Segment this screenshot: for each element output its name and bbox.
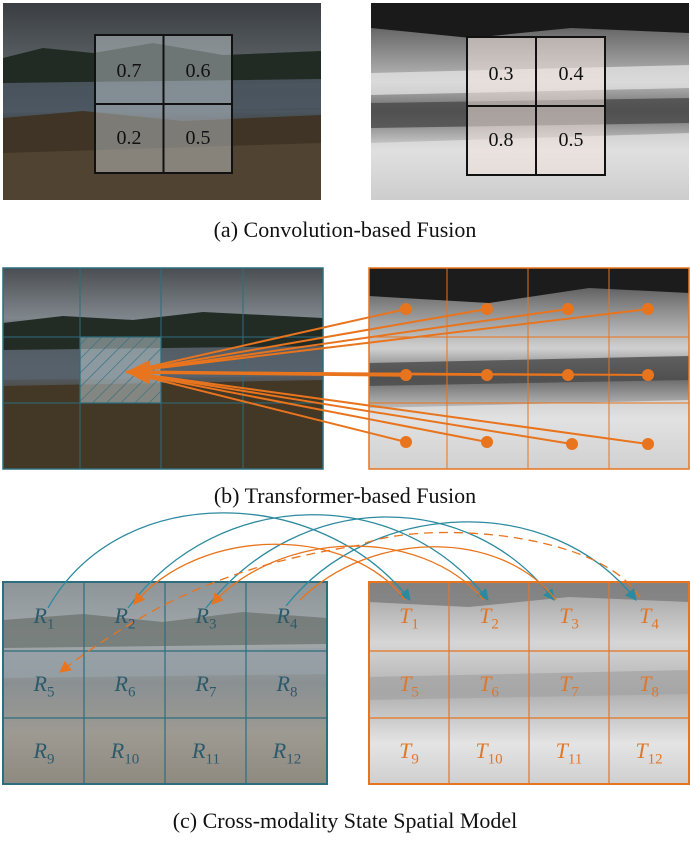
r-label: R10: [110, 738, 140, 768]
caption-c: (c) Cross-modality State Spatial Model: [172, 808, 518, 833]
r-label: R4: [276, 603, 298, 633]
rgb-cell-value: 0.6: [185, 60, 211, 82]
thermal-cell-value: 0.5: [558, 129, 584, 151]
r-label: R7: [195, 671, 217, 701]
r-label: R11: [192, 738, 220, 768]
t-label: T6: [479, 671, 499, 701]
thermal-cell-value: 0.8: [488, 129, 514, 151]
rgb-cell-value: 0.7: [116, 60, 142, 82]
r-label: R8: [276, 671, 298, 701]
t-label: T9: [399, 738, 419, 768]
thermal-cell-value: 0.3: [488, 63, 514, 85]
t-label: T10: [475, 738, 503, 768]
t-label: T1: [399, 603, 419, 633]
t-label: T7: [559, 671, 579, 701]
r-label: R6: [114, 671, 136, 701]
rgb-cell-value: 0.2: [116, 127, 142, 149]
caption-a: (a) Convolution-based Fusion: [213, 217, 477, 242]
r-label: R2: [114, 603, 136, 633]
r-label: R12: [272, 738, 302, 768]
r-label: R5: [33, 671, 55, 701]
t-label: T5: [399, 671, 419, 701]
t-label: T2: [479, 603, 499, 633]
r-label: R9: [33, 738, 55, 768]
r-label: R3: [195, 603, 217, 633]
caption-b: (b) Transformer-based Fusion: [213, 483, 477, 508]
t-label: T11: [555, 738, 583, 768]
t-label: T4: [639, 603, 659, 633]
t-label: T12: [635, 738, 663, 768]
rgb-cell-value: 0.5: [185, 127, 211, 149]
t-label: T3: [559, 603, 579, 633]
r-label: R1: [33, 603, 55, 633]
t-label: T8: [639, 671, 659, 701]
thermal-cell-value: 0.4: [558, 63, 584, 85]
